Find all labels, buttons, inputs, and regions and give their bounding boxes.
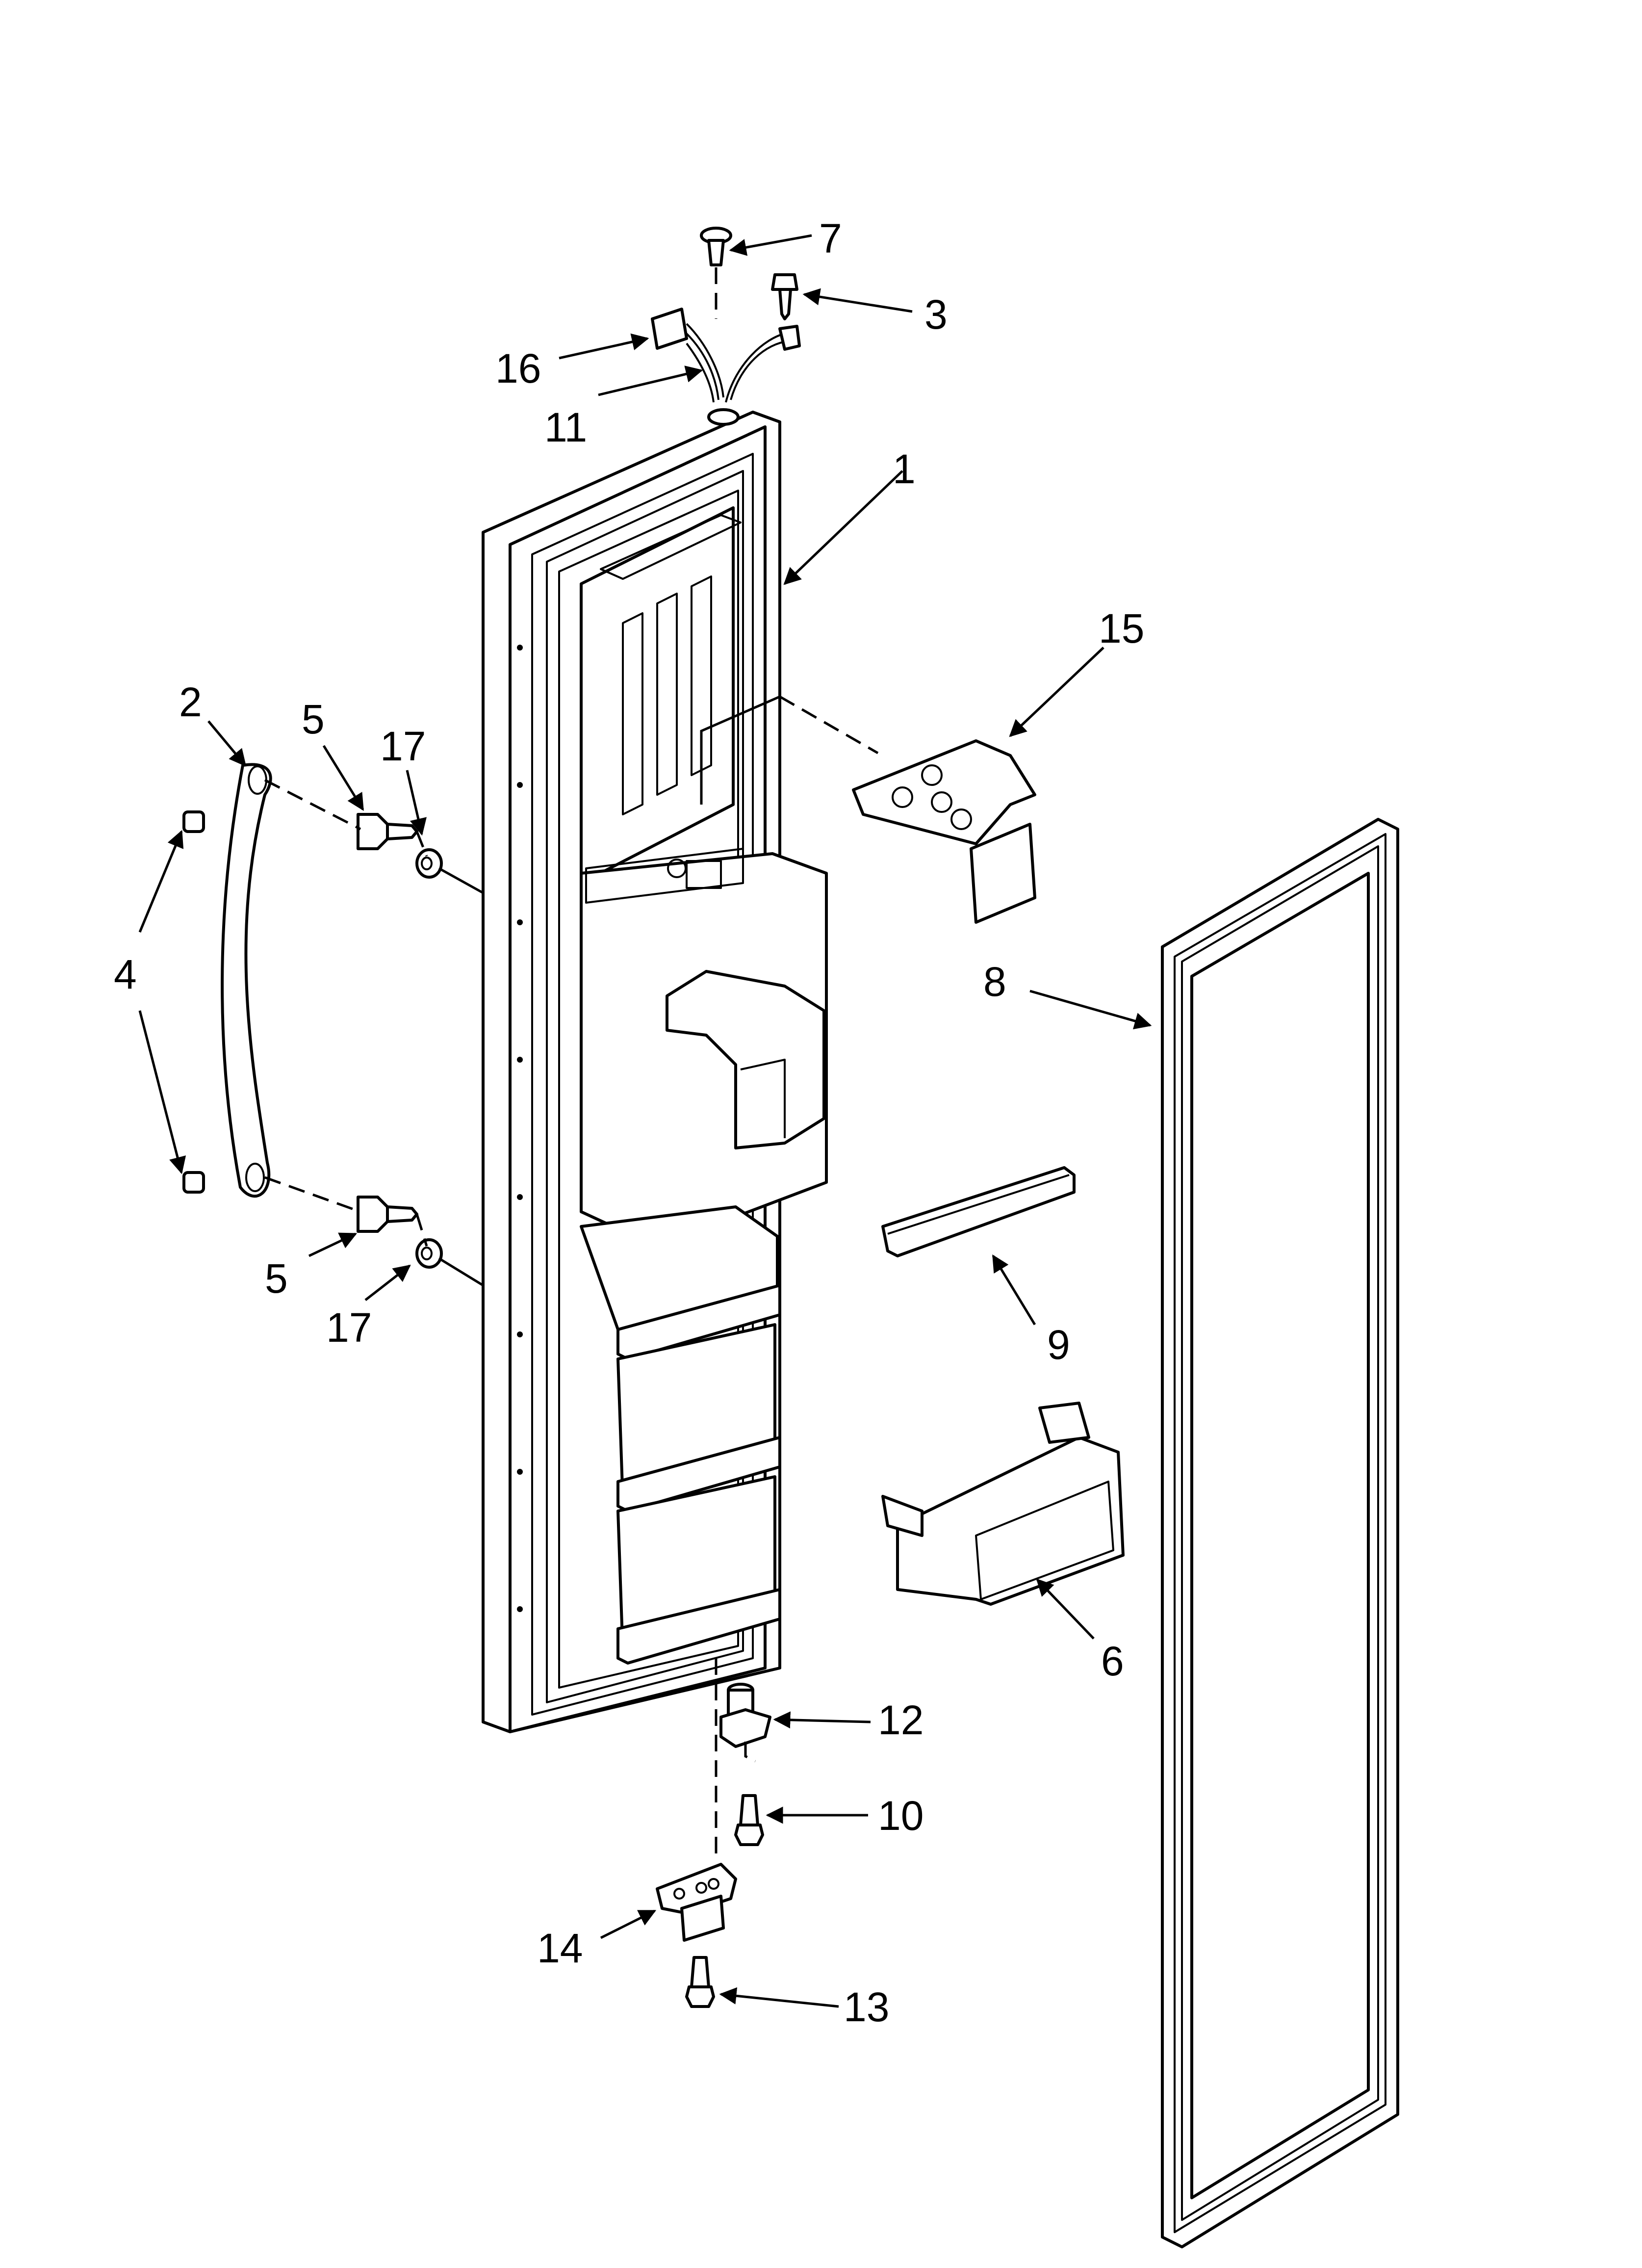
- callout-6: 6: [1101, 1638, 1124, 1684]
- hinge-bottom-screw: [685, 1956, 715, 2008]
- callout-15: 15: [1099, 605, 1144, 652]
- spacer-top: [415, 848, 443, 879]
- handle-screw-bottom: [357, 1196, 418, 1233]
- door-edge-dots: [517, 645, 523, 1612]
- set-screw-top: [182, 810, 205, 833]
- hinge-screw: [734, 1794, 764, 1846]
- spacer-bottom: [415, 1238, 443, 1269]
- cover-plate: [852, 739, 1036, 924]
- callout-8: 8: [983, 959, 1006, 1005]
- callout-14: 14: [537, 1925, 583, 1971]
- callout-9: 9: [1047, 1322, 1070, 1368]
- callout-5a: 5: [302, 696, 325, 742]
- callout-7: 7: [819, 215, 842, 261]
- door-bin: [881, 1402, 1125, 1606]
- handle-screw-top: [357, 813, 418, 850]
- set-screw-bottom: [182, 1171, 205, 1194]
- top-screw: [771, 273, 798, 320]
- callout-labels: 1 2 3 4 5 5 6 7 8 9 10 11 12 13 14 15 16…: [114, 215, 1144, 2030]
- callout-17a: 17: [380, 723, 426, 769]
- hinge-pin: [719, 1683, 771, 1748]
- callout-2: 2: [179, 679, 202, 725]
- callout-12: 12: [878, 1697, 924, 1743]
- top-plug: [700, 227, 732, 266]
- bottom-hinge: [656, 1863, 737, 1942]
- callout-5b: 5: [265, 1255, 288, 1302]
- trim-strip: [881, 1166, 1076, 1257]
- callout-leaders: [138, 234, 1152, 2008]
- callout-13: 13: [844, 1984, 889, 2030]
- door-gasket: [1161, 818, 1399, 2248]
- wire-harness: [686, 323, 801, 426]
- callout-1: 1: [893, 446, 916, 492]
- callout-4: 4: [114, 951, 137, 997]
- door-assembly: [482, 411, 828, 1733]
- wire-connector: [651, 308, 688, 350]
- callout-16: 16: [495, 345, 541, 391]
- callout-3: 3: [924, 291, 948, 338]
- callout-17b: 17: [326, 1304, 372, 1351]
- callout-11: 11: [544, 404, 587, 450]
- door-handle: [221, 763, 272, 1198]
- callout-10: 10: [878, 1793, 924, 1839]
